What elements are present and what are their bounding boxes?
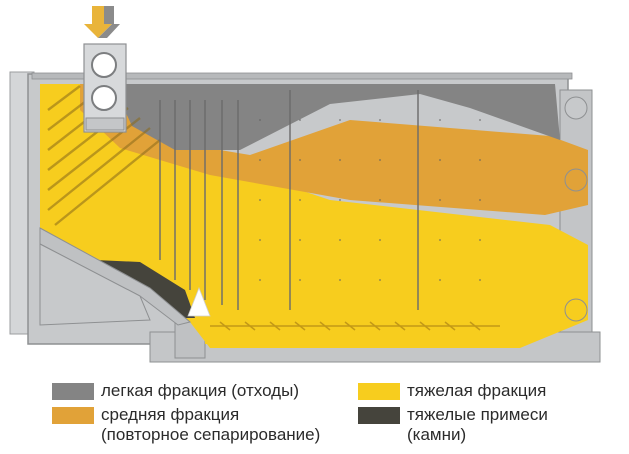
rivets bbox=[259, 119, 481, 281]
light-fraction-zone bbox=[120, 84, 560, 150]
legend-item-medium: средняя фракция (повторное сепарирование… bbox=[52, 405, 320, 445]
legend-item-stones: тяжелые примеси (камни) bbox=[358, 405, 548, 445]
legend-swatch-heavy bbox=[358, 383, 400, 400]
legend-label-light: легкая фракция (отходы) bbox=[101, 381, 299, 400]
inclined-plate bbox=[39, 227, 192, 326]
legend-item-heavy: тяжелая фракция bbox=[358, 381, 546, 401]
legend-swatch-stones bbox=[358, 407, 400, 424]
fraction-zones bbox=[40, 84, 588, 348]
legend-swatch-medium bbox=[52, 407, 94, 424]
down-arrow-icon bbox=[84, 6, 120, 38]
outlet-rollers bbox=[564, 96, 588, 322]
bottom-channel bbox=[205, 318, 515, 344]
legend-item-light: легкая фракция (отходы) bbox=[52, 381, 299, 401]
legend-label-heavy: тяжелая фракция bbox=[407, 381, 547, 400]
legend-label-stones: тяжелые примеси (камни) bbox=[407, 405, 548, 444]
separator-diagram bbox=[9, 6, 601, 363]
riffles bbox=[159, 90, 419, 310]
feed-hopper bbox=[83, 43, 127, 133]
legend-label-medium: средняя фракция (повторное сепарирование… bbox=[101, 405, 321, 444]
triangle-marker-icon bbox=[187, 286, 211, 317]
bottom-auger bbox=[210, 321, 500, 331]
legend-swatch-light bbox=[52, 383, 94, 400]
medium-fraction-zone bbox=[80, 84, 588, 215]
